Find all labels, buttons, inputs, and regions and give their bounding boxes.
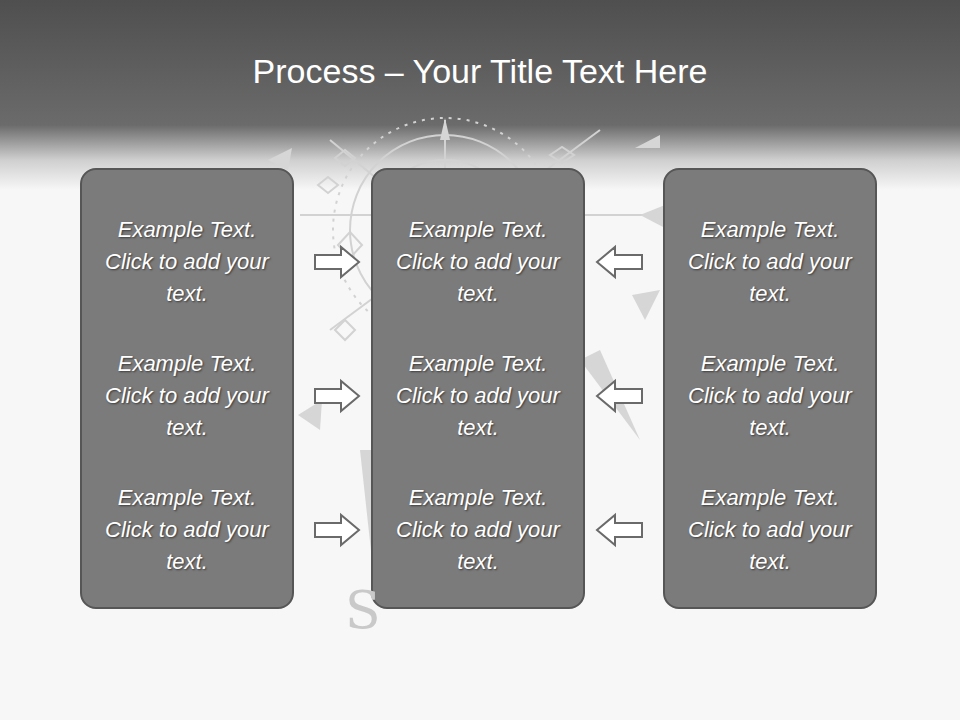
box-text: Example Text. Click to add your text.: [394, 214, 562, 310]
block-arrow: [315, 247, 359, 277]
box-text: Example Text. Click to add your text.: [103, 214, 271, 310]
box-text: Example Text. Click to add your text.: [103, 482, 271, 578]
arrow-shape: [597, 515, 642, 545]
arrow-shape: [315, 381, 359, 411]
box-text: Example Text. Click to add your text.: [103, 348, 271, 444]
arrow-shape: [315, 247, 359, 277]
box-text: Example Text. Click to add your text.: [686, 348, 854, 444]
box-text: Example Text. Click to add your text.: [394, 348, 562, 444]
arrow-shape: [315, 515, 359, 545]
watermark-letter: S: [345, 580, 381, 640]
header-band: [0, 0, 960, 190]
process-box: Example Text. Click to add your text. Exa…: [371, 168, 585, 609]
arrow-shape: [597, 247, 642, 277]
box-text: Example Text. Click to add your text.: [686, 214, 854, 310]
slide-title: Process – Your Title Text Here: [0, 52, 960, 91]
box-text: Example Text. Click to add your text.: [686, 482, 854, 578]
process-box: Example Text. Click to add your text. Exa…: [663, 168, 877, 609]
block-arrow: [597, 381, 642, 411]
block-arrow: [597, 515, 642, 545]
block-arrow: [315, 515, 359, 545]
process-box: Example Text. Click to add your text. Exa…: [80, 168, 294, 609]
arrow-shape: [597, 381, 642, 411]
block-arrow: [597, 247, 642, 277]
box-text: Example Text. Click to add your text.: [394, 482, 562, 578]
block-arrow: [315, 381, 359, 411]
